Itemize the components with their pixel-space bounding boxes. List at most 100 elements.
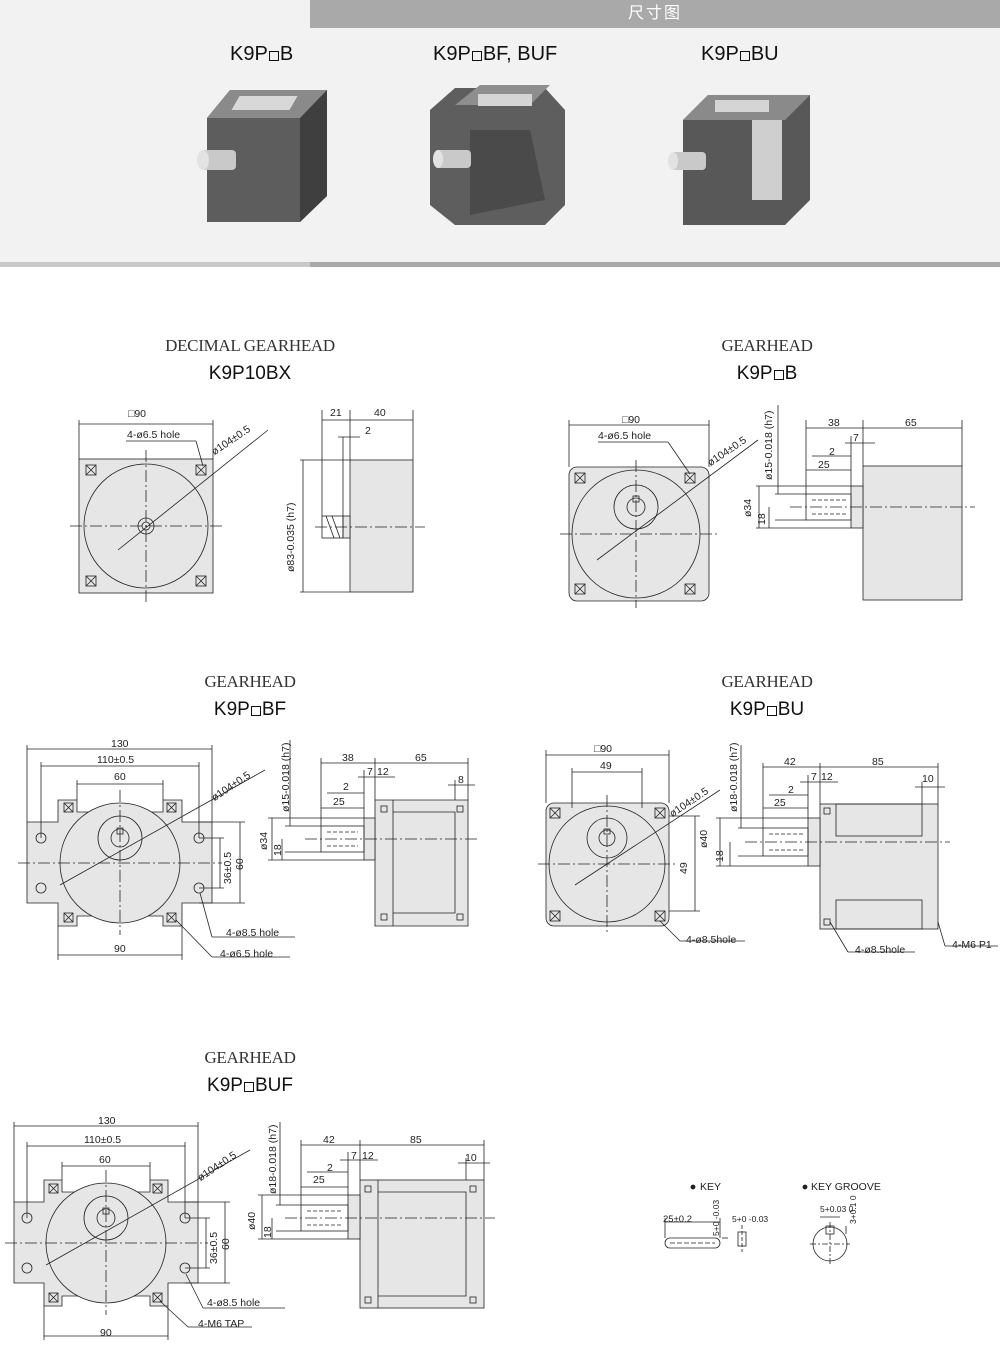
page-title: 尺寸图 xyxy=(310,0,1000,28)
dim-label: 40 xyxy=(374,407,386,419)
dim-label: 4-ø8.5 hole xyxy=(226,927,280,939)
motor-photo-3 xyxy=(668,95,810,225)
square-symbol-icon xyxy=(766,706,777,716)
dim-label: 3+0.1 0 xyxy=(848,1195,858,1224)
dim-label: 4-ø6.5 hole xyxy=(220,948,274,960)
dim-label: □90 xyxy=(594,743,613,755)
dim-label: 7 xyxy=(367,766,373,778)
banner-left xyxy=(0,0,310,28)
dim-label: 42 xyxy=(784,756,796,768)
key-label: KEY xyxy=(700,1181,722,1193)
dim-label: 4-ø6.5 hole xyxy=(598,430,652,442)
dim-label: 2 xyxy=(829,446,835,458)
dim-label: 25 xyxy=(333,796,345,808)
dim-label: 10 xyxy=(922,773,934,785)
dim-label: 7 xyxy=(853,432,859,444)
section-title: GEARHEAD xyxy=(721,672,813,691)
dim-label: 42 xyxy=(323,1134,335,1146)
square-symbol-icon xyxy=(773,370,784,380)
dim-label: ø34 xyxy=(258,831,270,850)
dim-label: 49 xyxy=(600,760,612,772)
dim-label: 85 xyxy=(410,1134,422,1146)
dim-label: 7 xyxy=(811,771,817,783)
drawing-bf-side xyxy=(268,740,478,927)
dim-label: 60 xyxy=(220,1238,232,1250)
key-detail xyxy=(664,1184,747,1252)
dim-label: 10 xyxy=(465,1152,477,1164)
dim-label: 25 xyxy=(774,797,786,809)
square-symbol-icon xyxy=(739,51,750,61)
dim-label: 2 xyxy=(327,1162,333,1174)
product-photos xyxy=(197,85,810,225)
dim-label: ø15-0.018 (h7) xyxy=(763,410,775,480)
dim-label: 7 xyxy=(351,1150,357,1162)
dim-label: 25±0.2 xyxy=(663,1214,692,1225)
motor-photo-2 xyxy=(430,85,565,225)
dim-label: 36±0.5 xyxy=(222,851,234,884)
dim-label: 2 xyxy=(365,425,371,437)
section-title: GEARHEAD xyxy=(204,672,296,691)
dim-label: 5+0 -0.03 xyxy=(711,1199,721,1236)
key-groove-detail xyxy=(802,1184,850,1266)
dim-label: 65 xyxy=(415,752,427,764)
dim-label: 130 xyxy=(111,738,129,750)
drawing-b-front xyxy=(560,420,759,608)
dim-label: ø18-0.018 (h7) xyxy=(267,1124,279,1194)
dim-label: 38 xyxy=(828,417,840,429)
section-title: GEARHEAD xyxy=(721,336,813,355)
square-symbol-icon xyxy=(243,1082,254,1092)
dim-label: ø15-0.018 (h7) xyxy=(280,742,292,812)
divider xyxy=(0,262,310,267)
dim-label: 130 xyxy=(98,1115,116,1127)
drawing-decimal-side xyxy=(300,410,425,593)
dim-label: □90 xyxy=(622,414,641,426)
dim-label: ø34 xyxy=(742,498,754,517)
dim-label: □90 xyxy=(128,408,147,420)
section-model: K9P10BX xyxy=(208,363,292,384)
dim-label: 12 xyxy=(377,766,389,778)
dim-label: 36±0.5 xyxy=(208,1231,220,1264)
dim-label: 4-ø8.5hole xyxy=(855,944,906,956)
dim-label: 5+0 -0.03 xyxy=(732,1214,769,1224)
dim-label: 65 xyxy=(905,417,917,429)
drawing-decimal-front xyxy=(70,420,269,602)
dim-label: ø18-0.018 (h7) xyxy=(728,742,740,812)
dim-label: 90 xyxy=(114,943,126,955)
dim-label: 110±0.5 xyxy=(84,1134,122,1146)
motor-photo-1 xyxy=(197,90,327,222)
dim-label: 4-ø6.5 hole xyxy=(127,429,181,441)
dim-label: 5+0.03 0 xyxy=(820,1204,854,1214)
dim-label: 110±0.5 xyxy=(97,754,135,766)
dim-label: 60 xyxy=(114,771,126,783)
dim-label: 12 xyxy=(362,1150,374,1162)
dim-label: 12 xyxy=(821,771,833,783)
dim-label: 60 xyxy=(99,1154,111,1166)
dim-label: 18 xyxy=(756,513,768,525)
dim-label: 25 xyxy=(818,459,830,471)
dim-label: 18 xyxy=(272,844,284,856)
dim-label: ø40 xyxy=(698,829,710,848)
drawing-buf-side xyxy=(258,1122,495,1309)
dim-label: 21 xyxy=(330,407,342,419)
dim-label: 8 xyxy=(458,774,464,786)
dim-label: 60 xyxy=(234,858,246,870)
dim-label: 4-ø8.5 hole xyxy=(207,1297,261,1309)
dim-label: 25 xyxy=(313,1174,325,1186)
drawing-b-side xyxy=(756,405,975,601)
square-symbol-icon xyxy=(268,51,279,61)
dim-label: 4-M6 TAP xyxy=(198,1318,245,1330)
section-title: GEARHEAD xyxy=(204,1048,296,1067)
dim-label: ø83-0.035 (h7) xyxy=(285,502,297,572)
dim-label: ø40 xyxy=(246,1211,258,1230)
square-symbol-icon xyxy=(250,706,261,716)
section-title: DECIMAL GEARHEAD xyxy=(165,336,335,355)
drawing-buf-front xyxy=(5,1122,285,1340)
drawing-bf-front xyxy=(18,745,295,960)
drawing-bu-side xyxy=(716,745,998,953)
